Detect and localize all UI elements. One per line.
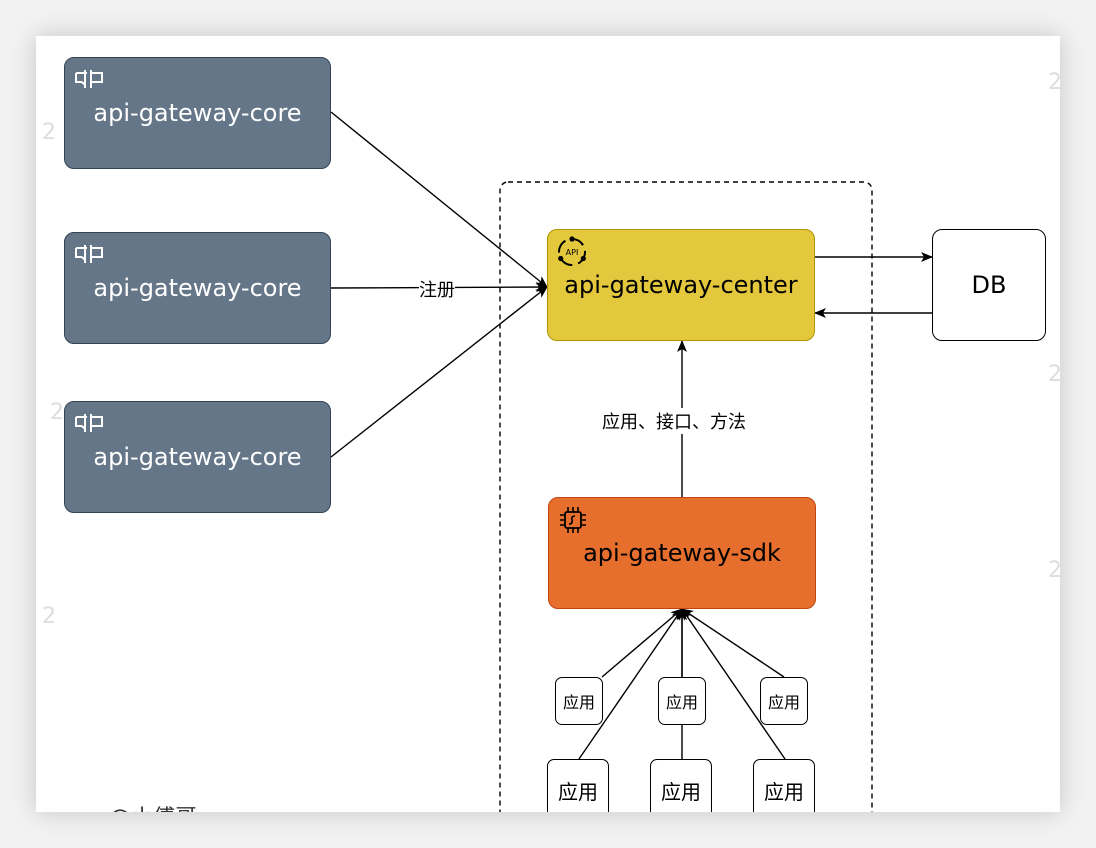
app-node[interactable]: 应用 [760, 677, 808, 725]
app-node[interactable]: 应用 [650, 759, 712, 812]
diagram-canvas: 2 2 2 2 2 2 注册 应用、接口、方法 [36, 36, 1060, 812]
app-node[interactable]: 应用 [555, 677, 603, 725]
footer-credit: ...@小傅哥 [88, 800, 197, 812]
node-api-gateway-core[interactable]: api-gateway-core [64, 401, 331, 513]
watermark: 2 [42, 120, 56, 145]
gateway-icon [75, 70, 103, 88]
node-label: api-gateway-center [564, 271, 798, 299]
node-label: api-gateway-core [93, 99, 302, 127]
node-api-gateway-core[interactable]: api-gateway-core [64, 232, 331, 344]
watermark: 2 [1048, 558, 1060, 583]
app-node[interactable]: 应用 [547, 759, 609, 812]
edge-app-sdk [578, 608, 683, 760]
app-node[interactable]: 应用 [753, 759, 815, 812]
gateway-icon [75, 414, 103, 432]
node-api-gateway-center[interactable]: API api-gateway-center [547, 229, 815, 341]
edge-app-sdk [601, 608, 683, 678]
chip-icon [560, 507, 586, 533]
node-db[interactable]: DB [932, 229, 1046, 341]
app-node[interactable]: 应用 [658, 677, 706, 725]
node-label: api-gateway-core [93, 443, 302, 471]
node-api-gateway-sdk[interactable]: api-gateway-sdk [548, 497, 816, 609]
connectors [330, 111, 933, 812]
edge-core1-center [330, 111, 548, 288]
watermark: 2 [1048, 70, 1060, 95]
gateway-icon [75, 245, 103, 263]
edge-label-sdk-center: 应用、接口、方法 [602, 408, 746, 434]
edge-app-sdk [681, 608, 786, 760]
edge-core3-center [330, 286, 548, 458]
api-icon: API [558, 236, 586, 266]
edge-app-sdk [681, 608, 785, 678]
watermark: 2 [42, 604, 56, 629]
svg-text:API: API [566, 248, 579, 257]
watermark: 2 [1048, 362, 1060, 387]
watermark: 2 [50, 400, 64, 425]
node-api-gateway-core[interactable]: api-gateway-core [64, 57, 331, 169]
node-label: api-gateway-core [93, 274, 302, 302]
edge-label-register: 注册 [419, 276, 455, 302]
node-label: api-gateway-sdk [583, 539, 781, 567]
node-label: DB [971, 271, 1007, 299]
